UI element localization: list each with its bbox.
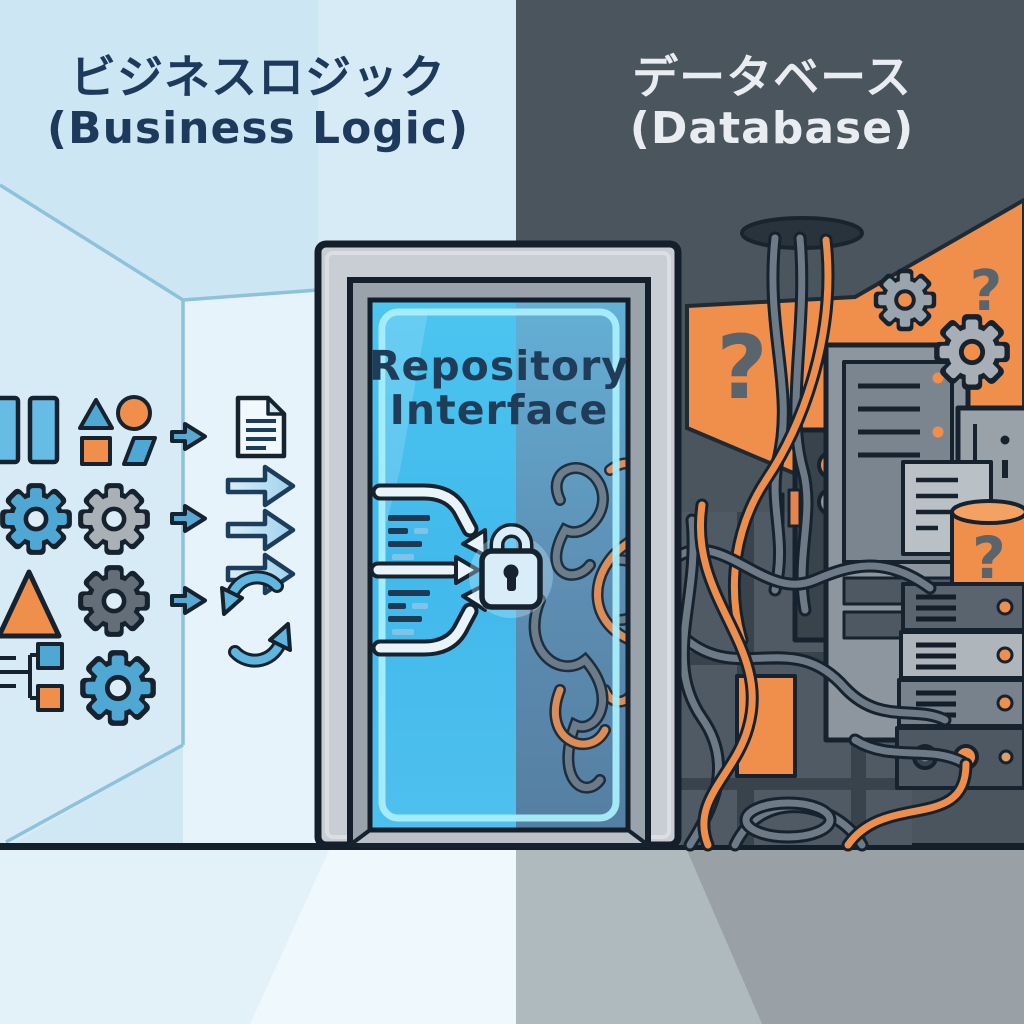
right-title-japanese: データベース [632, 50, 912, 104]
gray-gear-icon [78, 483, 150, 555]
question-mark-2: ? [970, 259, 1002, 324]
flowchart-icon [0, 642, 64, 712]
rack-shelf-2 [676, 778, 912, 790]
sync-icon [220, 570, 292, 668]
query-arrows [369, 483, 488, 657]
query-text-lines [388, 515, 430, 635]
repository-door: Repository Interface [314, 240, 682, 849]
question-mark-3: ? [972, 524, 1006, 592]
door-label-line2: Interface [390, 386, 609, 434]
door-light-spill-right [516, 848, 762, 1024]
database-bin-icon: ? [950, 499, 1024, 592]
tangled-wires-behind-glass [528, 457, 628, 794]
blue-gear-icon [0, 483, 72, 555]
glass-highlight [386, 312, 428, 525]
question-mark-1: ? [716, 316, 767, 419]
server-rack-icon [895, 582, 1024, 790]
right-gear-icon-2 [934, 314, 1010, 390]
lock-icon [469, 523, 553, 618]
floor [0, 843, 1024, 1024]
left-title-japanese: ビジネスロジック [70, 50, 446, 104]
cable-icons [671, 231, 973, 852]
left-title-english: (Business Logic) [47, 103, 469, 154]
right-gear-icon-1 [873, 268, 937, 332]
dark-gear-icon [78, 565, 150, 637]
business-logic-icons [0, 395, 293, 726]
document-icon [235, 395, 287, 459]
left-ceiling [0, 0, 318, 300]
orange-triangle-icon [0, 569, 62, 639]
glass-outline [367, 297, 631, 833]
door-label-line1: Repository [369, 342, 629, 390]
database-equipment: ? [671, 231, 1024, 852]
right-title-english: (Database) [630, 103, 914, 154]
door-light-spill-left [250, 848, 516, 1024]
blue-gear-icon-2 [80, 650, 156, 726]
bar-chart-icon [0, 395, 60, 465]
shapes-icon [78, 395, 157, 466]
